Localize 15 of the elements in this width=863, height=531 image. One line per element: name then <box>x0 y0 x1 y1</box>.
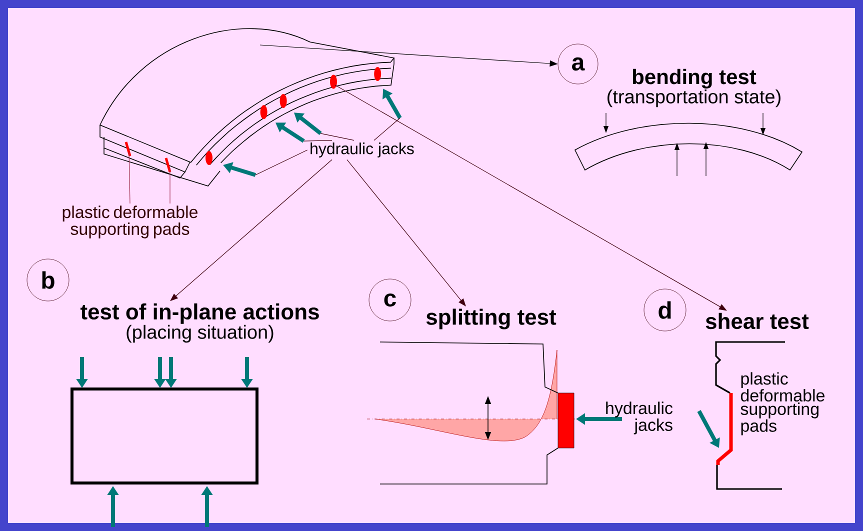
arrow <box>334 84 727 311</box>
callout-label: plastic deformable supporting pads <box>62 206 198 238</box>
test-title: splitting test <box>426 308 556 330</box>
leader-line <box>128 152 130 204</box>
test-title: test of in-plane actions (placing situation) <box>80 303 319 343</box>
label-text: hydraulic jacks <box>606 402 673 434</box>
leader-line <box>320 133 354 141</box>
arrow <box>346 159 466 306</box>
label-text: plastic deformable supporting pads <box>740 372 824 436</box>
test-title: bending test (transportation state) <box>608 68 780 108</box>
test-title: shear test <box>706 312 809 330</box>
leader-line <box>304 140 332 142</box>
leader-line <box>374 118 400 141</box>
callout-label: hydraulic jacks <box>310 142 414 158</box>
leader-line <box>255 150 308 176</box>
